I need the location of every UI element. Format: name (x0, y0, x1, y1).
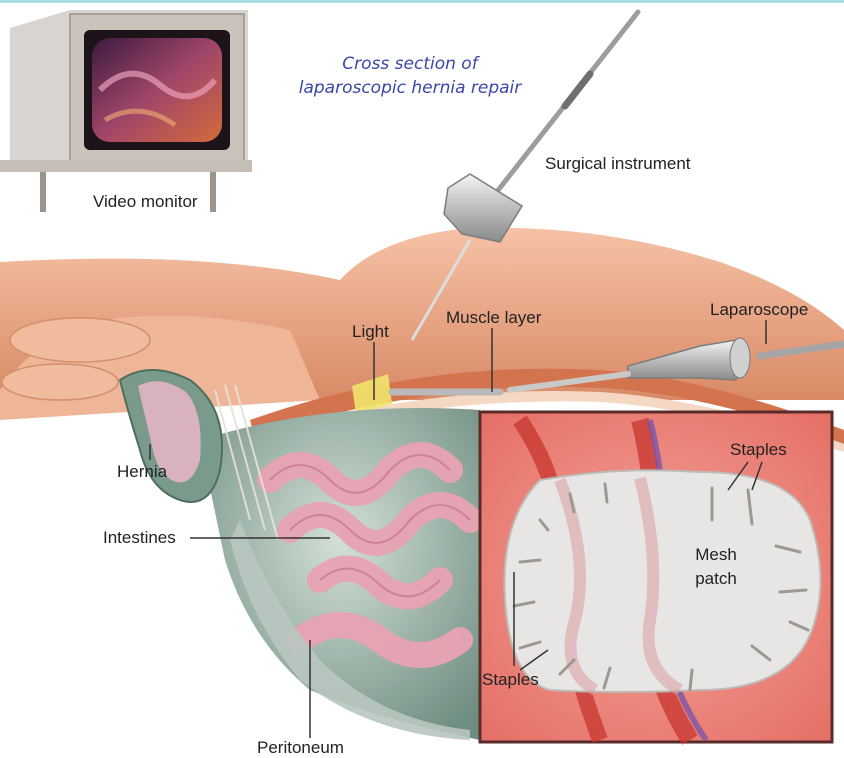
label-video-monitor: Video monitor (93, 192, 198, 212)
label-hernia: Hernia (117, 462, 167, 482)
title-line-1: Cross section of (270, 52, 550, 76)
label-peritoneum: Peritoneum (257, 738, 344, 758)
video-monitor-graphic (0, 10, 252, 212)
label-light: Light (352, 322, 389, 342)
abdominal-cavity-graphic (120, 370, 480, 740)
diagram-title: Cross section of laparoscopic hernia rep… (270, 52, 550, 100)
header-rule (0, 0, 844, 3)
mesh-label-line-1: Mesh (676, 543, 756, 567)
label-muscle-layer: Muscle layer (446, 308, 541, 328)
label-intestines: Intestines (103, 528, 176, 548)
label-staples-top: Staples (730, 440, 787, 460)
label-staples-bottom: Staples (482, 670, 539, 690)
label-laparoscope: Laparoscope (710, 300, 808, 320)
title-line-2: laparoscopic hernia repair (270, 76, 550, 100)
mesh-patch-graphic (504, 470, 820, 692)
mesh-inset-panel (480, 412, 832, 742)
mesh-label-line-2: patch (676, 567, 756, 591)
label-mesh-patch: Mesh patch (676, 543, 756, 591)
label-surgical-instrument: Surgical instrument (545, 154, 691, 174)
